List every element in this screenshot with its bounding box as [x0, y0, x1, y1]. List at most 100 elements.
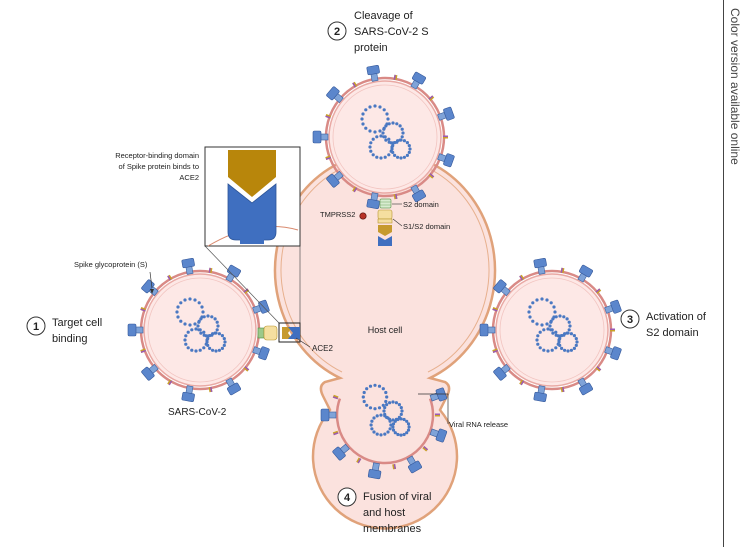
virus-label: SARS-CoV-2 [168, 407, 227, 418]
rna-bead [567, 320, 571, 324]
rna-bead [538, 330, 542, 334]
rna-bead [206, 343, 210, 347]
rna-bead [552, 305, 556, 309]
rna-bead [215, 328, 219, 332]
rna-bead [568, 324, 572, 328]
rna-bead [375, 155, 379, 159]
rna-bead [217, 348, 221, 352]
rna-bead [567, 328, 571, 332]
rna-bead [193, 298, 197, 302]
rna-bead [391, 144, 395, 148]
rna-bead [365, 387, 369, 391]
step-2-line1: Cleavage of [354, 10, 414, 22]
rna-bead [378, 105, 382, 109]
rna-bead [569, 332, 574, 336]
rna-bead [387, 153, 391, 157]
rna-bead [563, 332, 567, 336]
s1s2-domain-top [377, 209, 393, 220]
rna-bead [368, 129, 372, 133]
rna-bead [362, 399, 366, 404]
rna-bead [542, 328, 546, 332]
rna-bead [373, 104, 377, 108]
rna-bead [364, 126, 368, 130]
rna-bead [378, 129, 382, 133]
rna-bead [208, 334, 212, 338]
rna-bead [223, 340, 227, 344]
rna-bead [535, 338, 539, 342]
rna-bead [375, 135, 379, 139]
membrane-protein [243, 366, 250, 372]
rna-bead [175, 310, 179, 314]
tmprss2-label: TMPRSS2 [320, 210, 355, 219]
rna-bead [408, 147, 412, 151]
rna-bead [531, 319, 535, 323]
rna-bead [371, 153, 375, 157]
rna-bead [208, 346, 212, 350]
rna-bead [528, 315, 532, 319]
rna-bead [405, 419, 409, 423]
rna-bead [558, 314, 562, 318]
rna-bead [548, 324, 552, 328]
rna-bead [553, 310, 557, 314]
rna-bead [396, 432, 400, 437]
rna-bead [382, 409, 386, 413]
rna-bead [391, 400, 395, 404]
step-2: 2 Cleavage of SARS-CoV-2 S protein [327, 10, 429, 54]
rna-bead [401, 131, 405, 135]
rna-bead [369, 423, 373, 427]
zoom-spike-blue [227, 183, 277, 241]
rna-bead [372, 430, 376, 434]
rna-bead [204, 334, 208, 338]
rna-bead [391, 425, 395, 429]
ace2-receptor [378, 236, 392, 246]
sars-cov-2-entry-diagram: Host cell Receptor-binding domain of Spi… [26, 10, 707, 535]
rna-bead [202, 346, 206, 350]
rna-bead [556, 334, 560, 338]
rna-bead [558, 337, 562, 341]
rna-bead [214, 349, 218, 353]
rna-bead [551, 317, 555, 321]
rna-bead [554, 315, 558, 319]
rna-bead [572, 346, 577, 350]
rna-bead [535, 322, 539, 326]
rna-bead [531, 301, 535, 305]
rna-bead [379, 433, 383, 437]
rna-bead [369, 141, 373, 145]
s2-domain-block [379, 198, 392, 209]
rna-bead [186, 330, 190, 334]
rna-bead [383, 414, 387, 418]
rbd-label-line1: Receptor-binding domain [115, 151, 199, 160]
step-4-line3: membranes [363, 523, 422, 535]
rna-bead [396, 417, 400, 422]
rna-bead [390, 147, 394, 151]
rna-bead [565, 317, 569, 321]
zoom-rbd-gold [228, 150, 276, 197]
rna-bead [200, 305, 204, 309]
rna-bead [387, 137, 391, 141]
rna-bead [183, 338, 187, 342]
s1s2-domain-bottom [377, 218, 393, 224]
rna-bead [389, 423, 393, 427]
rna-bead [199, 331, 203, 335]
rna-bead [377, 406, 382, 410]
step-3-number: 3 [627, 314, 633, 326]
viral-rna-label: Viral RNA release [449, 420, 508, 429]
step-4-number: 4 [344, 492, 351, 504]
rna-bead [536, 342, 540, 346]
rna-bead [566, 349, 570, 353]
rna-bead [183, 298, 187, 302]
rna-bead [373, 383, 377, 387]
rna-bead [527, 310, 531, 314]
rna-bead [554, 330, 558, 334]
rna-bead [550, 328, 554, 332]
rna-bead [198, 348, 202, 352]
rna-bead [186, 346, 190, 350]
rna-bead [400, 135, 404, 139]
spike-leader-arrow [150, 289, 154, 294]
rna-bead [399, 156, 403, 160]
virus-fusion [320, 383, 448, 480]
rna-bead [566, 331, 570, 335]
rna-bead [198, 328, 202, 332]
membrane-protein [595, 366, 602, 372]
